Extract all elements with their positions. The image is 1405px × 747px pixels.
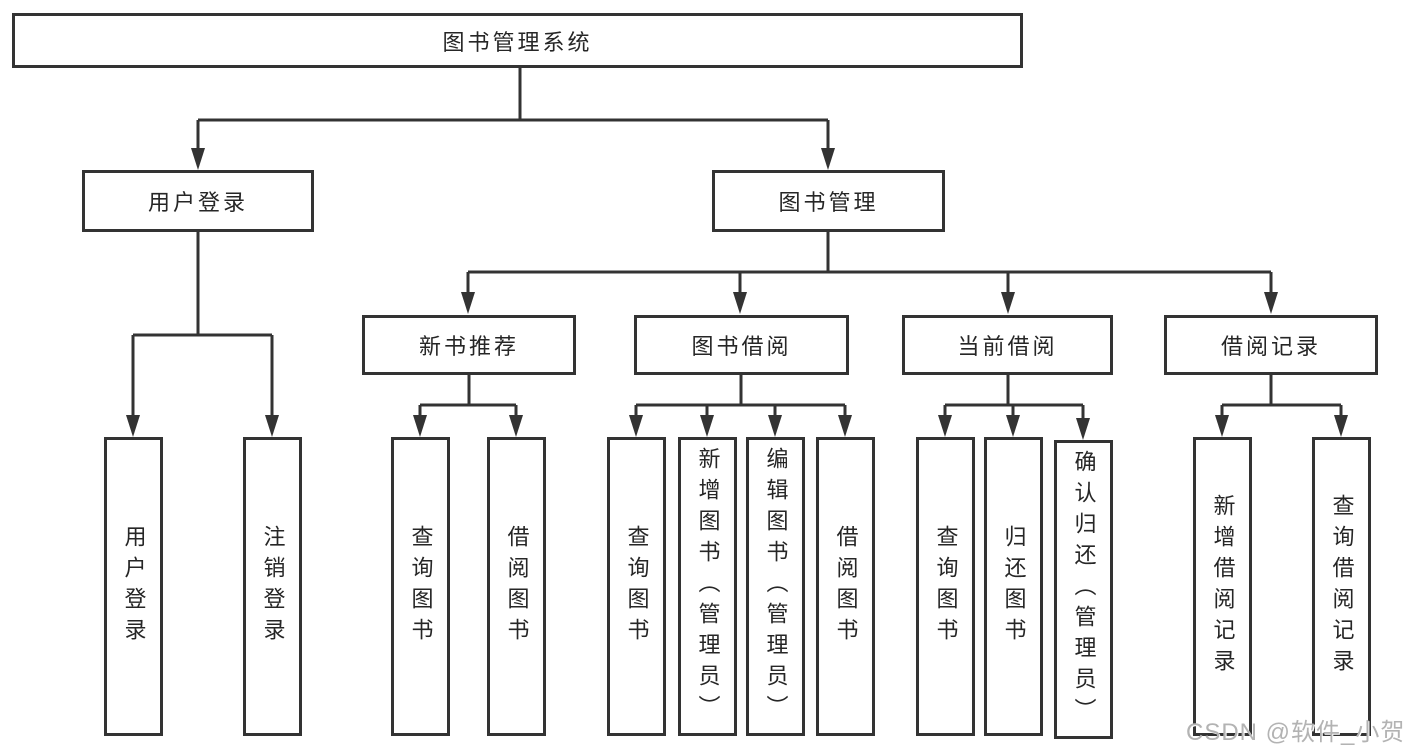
- leaf-borrow-books: 借阅图书: [816, 437, 875, 736]
- node-root-system: 图书管理系统: [12, 13, 1023, 68]
- leaf-query-borrow-record: 查询借阅记录: [1312, 437, 1371, 736]
- leaf-label: 新增图书（管理员）: [695, 447, 721, 726]
- leaf-label: 编辑图书（管理员）: [763, 447, 789, 726]
- node-new-book-recommend: 新书推荐: [362, 315, 576, 375]
- csdn-watermark: CSDN @软件_小贺同学: [1186, 719, 1405, 746]
- node-borrow-records: 借阅记录: [1164, 315, 1378, 375]
- leaf-label: 查询图书: [933, 524, 959, 649]
- leaf-confirm-return-admin: 确认归还（管理员）: [1054, 440, 1113, 739]
- node-label: 新书推荐: [418, 334, 519, 359]
- leaf-label: 新增借阅记录: [1210, 493, 1236, 680]
- node-label: 图书管理: [778, 190, 879, 215]
- leaf-label: 注销登录: [260, 524, 286, 649]
- node-label: 借阅记录: [1220, 334, 1321, 359]
- leaf-label: 用户登录: [121, 524, 147, 649]
- leaf-borrow-books-recommend: 借阅图书: [487, 437, 546, 736]
- node-user-login: 用户登录: [82, 170, 314, 232]
- leaf-query-books-borrow: 查询图书: [607, 437, 666, 736]
- node-label: 图书管理系统: [442, 29, 593, 55]
- leaf-return-book: 归还图书: [984, 437, 1043, 736]
- leaf-query-books-current: 查询图书: [916, 437, 975, 736]
- node-current-borrow: 当前借阅: [902, 315, 1113, 375]
- node-book-management: 图书管理: [712, 170, 945, 232]
- leaf-query-books-recommend: 查询图书: [391, 437, 450, 736]
- leaf-add-book-admin: 新增图书（管理员）: [678, 437, 737, 736]
- leaf-label: 借阅图书: [504, 524, 530, 649]
- node-book-borrow: 图书借阅: [634, 315, 849, 375]
- node-label: 用户登录: [147, 190, 248, 215]
- leaf-label: 归还图书: [1001, 524, 1027, 649]
- leaf-label: 查询借阅记录: [1329, 493, 1355, 680]
- leaf-label: 借阅图书: [833, 524, 859, 649]
- leaf-user-login: 用户登录: [104, 437, 163, 736]
- node-label: 图书借阅: [691, 334, 792, 359]
- leaf-logout: 注销登录: [243, 437, 302, 736]
- leaf-label: 查询图书: [408, 524, 434, 649]
- leaf-label: 确认归还（管理员）: [1071, 450, 1097, 729]
- leaf-add-borrow-record: 新增借阅记录: [1193, 437, 1252, 736]
- leaf-edit-book-admin: 编辑图书（管理员）: [746, 437, 805, 736]
- node-label: 当前借阅: [957, 334, 1058, 359]
- leaf-label: 查询图书: [624, 524, 650, 649]
